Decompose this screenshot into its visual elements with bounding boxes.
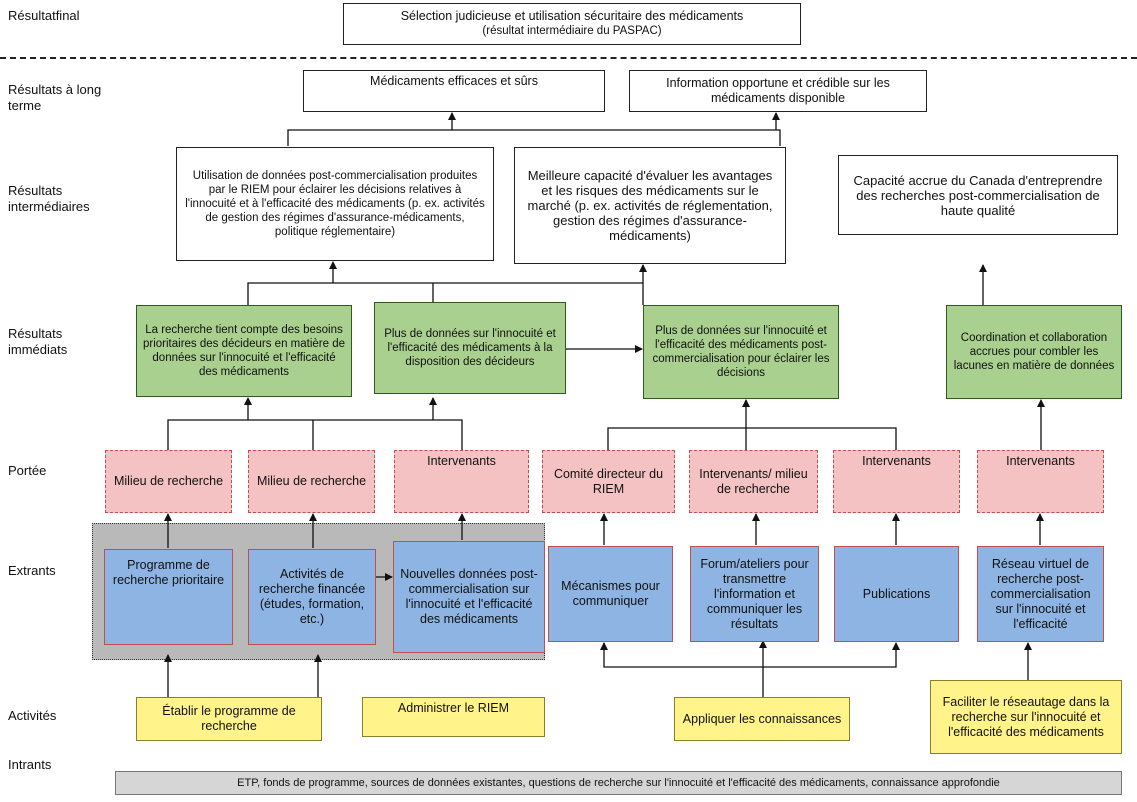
output-text-5: Forum/ateliers pour transmettre l'inform…: [700, 556, 809, 631]
intermediate-box-3: Capacité accrue du Canada d'entreprendre…: [838, 155, 1118, 235]
long-term-box-1: Médicaments efficaces et sûrs: [303, 70, 605, 112]
immediate-box-1: La recherche tient compte des besoins pr…: [136, 305, 352, 397]
reach-text-1: Milieu de recherche: [113, 474, 224, 488]
row-label-immediate: Résultats immédiats: [8, 326, 68, 357]
output-text-7: Réseau virtuel de recherche post-commerc…: [990, 556, 1091, 631]
reach-box-5: Intervenants/ milieu de recherche: [689, 450, 818, 513]
output-box-3: Nouvelles données post-commercialisation…: [393, 541, 545, 653]
long-term-text-1: Médicaments efficaces et sûrs: [370, 74, 538, 88]
reach-box-2: Milieu de recherche: [248, 450, 375, 513]
output-box-5: Forum/ateliers pour transmettre l'inform…: [690, 546, 819, 642]
output-text-3: Nouvelles données post-commercialisation…: [400, 567, 538, 626]
reach-text-4: Comité directeur du RIEM: [553, 466, 664, 496]
activity-box-2: Administrer le RIEM: [362, 697, 545, 737]
row-label-long-term: Résultats à long terme: [8, 82, 102, 113]
final-result-line1: Sélection judicieuse et utilisation sécu…: [400, 9, 744, 23]
activity-text-1: Établir le programme de recherche: [162, 704, 296, 733]
final-result-line2: (résultat intermédiaire du PASPAC): [482, 25, 662, 37]
output-box-4: Mécanismes pour communiquer: [548, 546, 673, 642]
output-box-6: Publications: [834, 546, 959, 642]
immediate-box-4: Coordination et collaboration accrues po…: [946, 305, 1122, 399]
reach-text-6: Intervenants: [862, 454, 931, 468]
intermediate-box-2: Meilleure capacité d'évaluer les avantag…: [514, 147, 786, 264]
activity-box-1: Établir le programme de recherche: [136, 697, 322, 741]
intermediate-box-1: Utilisation de données post-commercialis…: [176, 147, 494, 261]
activity-text-4: Faciliter le réseautage dans la recherch…: [942, 694, 1110, 739]
reach-text-3: Intervenants: [427, 454, 496, 468]
immediate-text-1: La recherche tient compte des besoins pr…: [143, 324, 345, 378]
output-box-2: Activités de recherche financée (études,…: [248, 549, 376, 645]
immediate-box-3: Plus de données sur l'innocuité et l'eff…: [643, 305, 839, 399]
row-label-inputs: Intrants: [8, 757, 52, 772]
immediate-box-2: Plus de données sur l'innocuité et l'eff…: [374, 302, 566, 394]
reach-box-6: Intervenants: [833, 450, 960, 513]
final-result-box: Sélection judicieuse et utilisation sécu…: [343, 3, 801, 45]
intermediate-text-3: Capacité accrue du Canada d'entreprendre…: [853, 172, 1103, 218]
row-label-final: Résultatfinal: [8, 8, 80, 23]
activity-text-3: Appliquer les connaissances: [682, 711, 842, 726]
reach-box-1: Milieu de recherche: [105, 450, 232, 513]
output-text-2: Activités de recherche financée (études,…: [258, 567, 366, 626]
activity-box-4: Faciliter le réseautage dans la recherch…: [930, 680, 1122, 754]
row-label-reach: Portée: [8, 463, 47, 478]
output-text-1: Programme de recherche prioritaire: [112, 558, 225, 587]
output-box-1: Programme de recherche prioritaire: [104, 549, 233, 645]
intermediate-text-1: Utilisation de données post-commercialis…: [185, 170, 485, 238]
intermediate-text-2: Meilleure capacité d'évaluer les avantag…: [527, 168, 773, 243]
reach-text-2: Milieu de recherche: [256, 474, 367, 488]
inputs-box: ETP, fonds de programme, sources de donn…: [115, 771, 1122, 795]
reach-box-7: Intervenants: [977, 450, 1104, 513]
reach-text-7: Intervenants: [1006, 454, 1075, 468]
immediate-text-4: Coordination et collaboration accrues po…: [953, 332, 1115, 372]
output-text-6: Publications: [862, 586, 931, 601]
row-label-activities: Activités: [8, 708, 57, 723]
activity-box-3: Appliquer les connaissances: [674, 697, 850, 741]
output-box-7: Réseau virtuel de recherche post-commerc…: [977, 546, 1104, 642]
row-label-intermediate: Résultats intermédiaires: [8, 183, 90, 214]
activity-text-2: Administrer le RIEM: [397, 701, 510, 715]
separator-dashed-line: [0, 57, 1137, 59]
reach-box-3: Intervenants: [394, 450, 529, 513]
inputs-text: ETP, fonds de programme, sources de donn…: [237, 776, 1000, 789]
immediate-text-2: Plus de données sur l'innocuité et l'eff…: [384, 328, 556, 368]
reach-box-4: Comité directeur du RIEM: [542, 450, 675, 513]
reach-text-5: Intervenants/ milieu de recherche: [699, 466, 808, 496]
long-term-text-2: Information opportune et crédible sur le…: [666, 76, 890, 105]
output-text-4: Mécanismes pour communiquer: [561, 579, 660, 608]
immediate-text-3: Plus de données sur l'innocuité et l'eff…: [652, 325, 830, 379]
row-label-outputs: Extrants: [8, 563, 56, 578]
long-term-box-2: Information opportune et crédible sur le…: [629, 70, 927, 112]
